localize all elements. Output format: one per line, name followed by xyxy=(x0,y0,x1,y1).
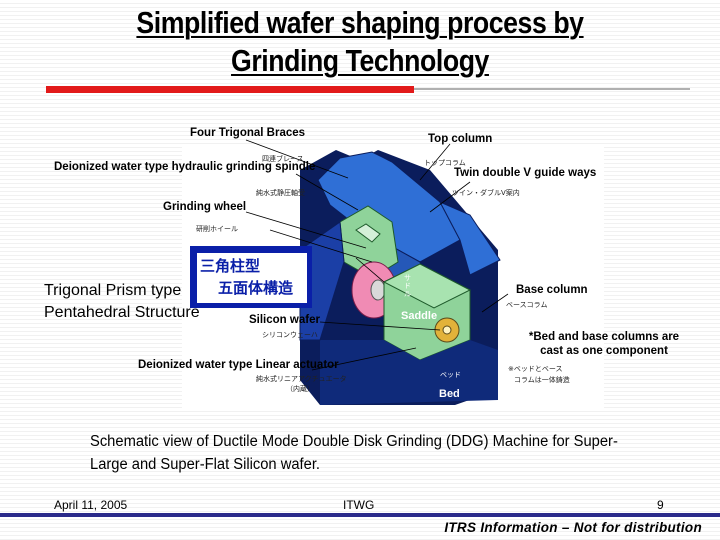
spindle-slot xyxy=(355,223,381,243)
title-line-2: Grinding Technology xyxy=(231,43,489,78)
jp-bed-note-1: ※ベッドとベース xyxy=(508,365,563,373)
side-label-pentahedral: Pentahedral Structure xyxy=(44,304,200,321)
jp-spindle: 純水式静圧軸受 xyxy=(256,189,305,197)
bed-note-line-1: *Bed and base columns are xyxy=(528,331,680,343)
jp-actuator-1: 純水式リニアアクチュエータ xyxy=(256,375,347,383)
slide-title: Simplified wafer shaping process by Grin… xyxy=(85,4,635,80)
caption-line-1: Schematic view of Ductile Mode Double Di… xyxy=(90,433,618,450)
title-accent-bar xyxy=(46,86,414,93)
footer-page-number: 9 xyxy=(657,498,664,512)
caption-line-2: Large and Super-Flat Silicon wafer. xyxy=(90,456,321,473)
bed-note-line-2: cast as one component xyxy=(540,345,668,357)
label-bed: Bed xyxy=(439,388,460,400)
bed-label-bg xyxy=(433,380,471,400)
distribution-notice: ITRS Information – Not for distribution xyxy=(444,520,702,535)
label-four-trigonal-braces: Four Trigonal Braces xyxy=(190,127,306,139)
jp-wafer: シリコンウェーハ xyxy=(262,331,318,339)
jp-structure-line-2: 五面体構造 xyxy=(218,279,294,297)
footer-org: ITWG xyxy=(343,498,375,512)
right-brace xyxy=(438,200,501,276)
label-silicon-wafer: Silicon wafer xyxy=(249,314,320,326)
jp-base-column: ベースコラム xyxy=(506,301,548,309)
label-grinding-wheel: Grinding wheel xyxy=(163,201,247,213)
label-twin-guide: Twin double V guide ways xyxy=(454,167,597,179)
label-top-column: Top column xyxy=(428,133,493,145)
label-base-column: Base column xyxy=(516,284,588,296)
label-bed-note: *Bed and base columns are cast as one co… xyxy=(524,330,684,358)
figure-caption: Schematic view of Ductile Mode Double Di… xyxy=(90,430,660,476)
jp-bed: ベッド xyxy=(440,371,461,379)
footer-date: April 11, 2005 xyxy=(54,498,128,512)
jp-wheel: 研削ホイール xyxy=(196,225,238,233)
silicon-wafer-center xyxy=(442,325,452,335)
jp-bed-note-2: コラムは一体鋳造 xyxy=(514,376,570,384)
jp-structure-line-1: 三角柱型 xyxy=(200,257,261,275)
side-label-trigonal: Trigonal Prism type xyxy=(44,282,182,299)
grinding-wheel-hub xyxy=(370,279,386,301)
jp-structure-box xyxy=(196,252,308,304)
jp-braces: 四連ブレース xyxy=(262,155,304,163)
footer-bar xyxy=(0,513,720,517)
jp-actuator-2: （内蔵） xyxy=(286,385,314,393)
title-divider-line xyxy=(414,88,690,90)
saddle-top xyxy=(382,263,472,309)
label-linear-actuator: Deionized water type Linear actuator xyxy=(138,359,339,371)
label-spindle: Deionized water type hydraulic grinding … xyxy=(54,161,316,173)
jp-guide: ツイン・ダブルV案内 xyxy=(452,189,520,197)
title-line-1: Simplified wafer shaping process by xyxy=(136,5,584,40)
jp-saddle: サドル xyxy=(404,274,411,298)
label-saddle: Saddle xyxy=(401,310,438,322)
jp-top-column: トップコラム xyxy=(424,159,466,167)
